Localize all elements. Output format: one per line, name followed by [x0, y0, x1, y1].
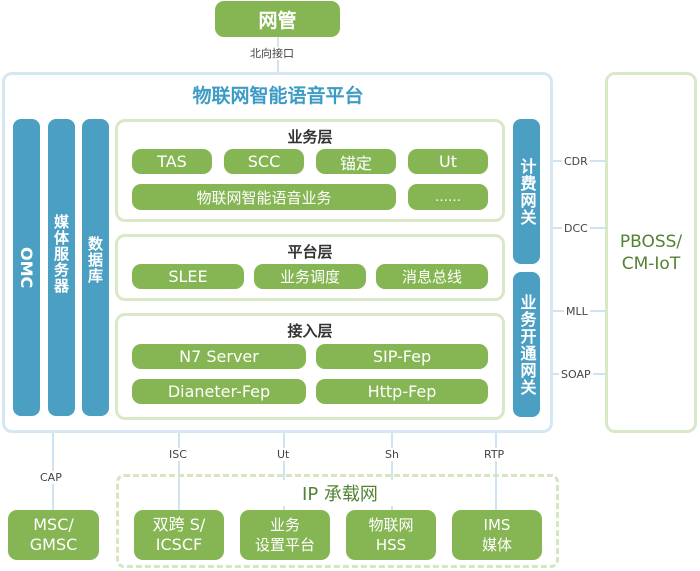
- pboss-box[interactable]: PBOSS/ CM-IoT: [605, 72, 697, 433]
- database-column[interactable]: 数据库: [82, 119, 109, 416]
- pboss-label: PBOSS/: [619, 231, 683, 252]
- isc-connector: [178, 432, 180, 512]
- rtp-label: RTP: [482, 448, 507, 461]
- node-line1: 业务: [269, 516, 300, 534]
- ims-media-node[interactable]: IMS 媒体: [452, 510, 542, 560]
- media-server-column[interactable]: 媒体服务器: [48, 119, 75, 416]
- database-label: 数据库: [86, 236, 104, 284]
- sh-connector: [391, 432, 393, 512]
- n7-server-chip[interactable]: N7 Server: [132, 344, 306, 369]
- service-config-node[interactable]: 业务 设置平台: [240, 510, 330, 560]
- service-layer-title: 业务层: [287, 128, 333, 146]
- node-line2: ICSCF: [155, 535, 203, 554]
- sh-label: Sh: [383, 448, 401, 461]
- cap-label: CAP: [38, 471, 64, 484]
- omc-label: OMC: [17, 246, 36, 289]
- media-server-label: 媒体服务器: [52, 214, 70, 294]
- ut-interface-label: Ut: [275, 448, 292, 461]
- ut-connector: [283, 432, 285, 512]
- scc-chip[interactable]: SCC: [224, 149, 304, 174]
- mll-label: MLL: [564, 305, 590, 318]
- provisioning-gateway[interactable]: 业务开通网关: [513, 272, 540, 417]
- isc-label: ISC: [167, 448, 189, 461]
- node-line2: 设置平台: [254, 536, 315, 554]
- soap-label: SOAP: [559, 368, 593, 381]
- dianeter-fep-chip[interactable]: Dianeter-Fep: [132, 379, 306, 404]
- node-line2: 媒体: [481, 536, 512, 554]
- more-chip[interactable]: ……: [408, 184, 488, 210]
- node-line1: MSC/: [33, 515, 74, 534]
- cm-iot-label: CM-IoT: [621, 253, 681, 274]
- platform-layer-title: 平台层: [287, 243, 333, 261]
- node-line1: 物联网: [368, 516, 414, 534]
- omc-column[interactable]: OMC: [13, 119, 40, 416]
- ip-network-container: [116, 474, 559, 568]
- node-line1: 双跨 S/: [152, 515, 206, 534]
- node-line2: GMSC: [29, 535, 78, 554]
- msc-gmsc-node[interactable]: MSC/ GMSC: [8, 510, 99, 560]
- http-fep-chip[interactable]: Http-Fep: [316, 379, 488, 404]
- rtp-connector: [495, 432, 497, 512]
- iot-voice-service-chip[interactable]: 物联网智能语音业务: [132, 184, 396, 210]
- message-bus-chip[interactable]: 消息总线: [376, 264, 488, 289]
- dcc-label: DCC: [562, 222, 590, 235]
- nms-box[interactable]: 网管: [215, 1, 340, 37]
- cdr-label: CDR: [562, 155, 590, 168]
- access-layer-title: 接入层: [287, 322, 333, 340]
- anchor-chip[interactable]: 锚定: [316, 149, 396, 174]
- slee-chip[interactable]: SLEE: [132, 264, 244, 289]
- billing-gateway[interactable]: 计费网关: [513, 119, 540, 264]
- service-scheduling-chip[interactable]: 业务调度: [254, 264, 366, 289]
- scscf-node[interactable]: 双跨 S/ ICSCF: [134, 510, 224, 560]
- ut-chip[interactable]: Ut: [408, 149, 488, 174]
- sip-fep-chip[interactable]: SIP-Fep: [316, 344, 488, 369]
- node-line2: HSS: [375, 536, 407, 554]
- provisioning-gateway-label: 业务开通网关: [517, 293, 537, 396]
- iot-hss-node[interactable]: 物联网 HSS: [346, 510, 436, 560]
- ip-network-title: IP 承载网: [260, 480, 420, 506]
- tas-chip[interactable]: TAS: [132, 149, 212, 174]
- northbound-interface-label: 北向接口: [248, 47, 296, 60]
- node-line1: IMS: [483, 516, 511, 534]
- platform-container: [2, 72, 553, 433]
- platform-title: 物联网智能语音平台: [192, 85, 364, 107]
- billing-gateway-label: 计费网关: [517, 157, 537, 226]
